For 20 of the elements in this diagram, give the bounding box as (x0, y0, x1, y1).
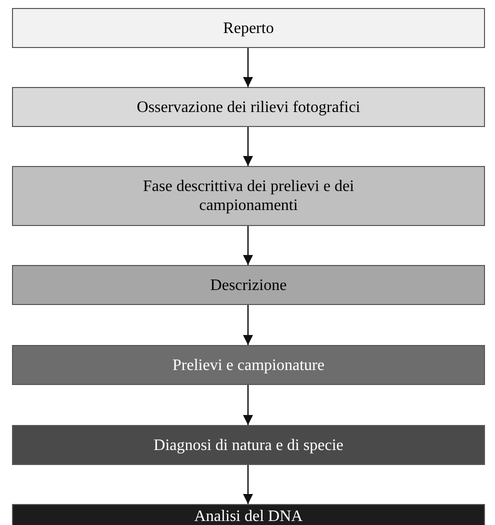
step-label: Osservazione dei rilievi fotografici (136, 98, 360, 116)
process-box (12, 265, 485, 305)
step-label: Diagnosi di natura e di specie (154, 436, 344, 454)
arrow (243, 305, 253, 345)
process-box (12, 504, 485, 525)
step-label: Analisi del DNA (194, 507, 303, 525)
arrow (243, 385, 253, 425)
process-box (12, 345, 485, 385)
arrow (243, 226, 253, 265)
process-box (12, 8, 485, 48)
step-label: Fase descrittiva dei prelievi e dei campionamenti (142, 177, 356, 215)
arrow (243, 48, 253, 87)
arrow (243, 465, 253, 504)
step-label: Descrizione (210, 276, 287, 294)
step-label: Prelievi e campionature (172, 356, 324, 374)
process-box (12, 166, 485, 226)
step-label: Reperto (223, 18, 274, 38)
process-box (12, 87, 485, 127)
arrow (243, 127, 253, 166)
process-box (12, 425, 485, 465)
